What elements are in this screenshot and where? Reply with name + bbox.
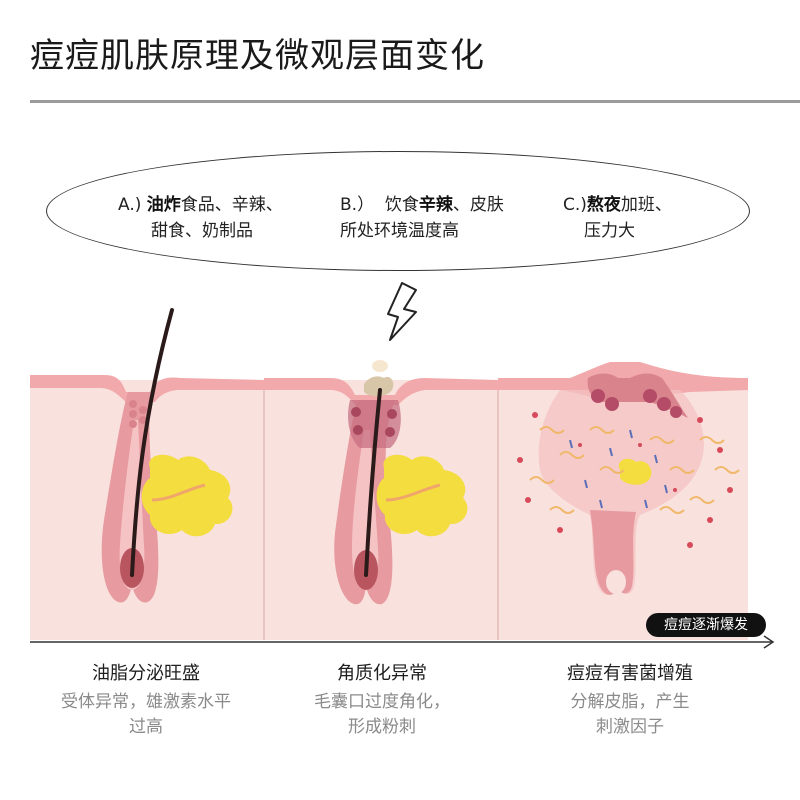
bacteria-strands: [529, 426, 740, 514]
stage2-sebaceous-gland: [376, 454, 468, 537]
cause-a-line2: 甜食、奶制品: [151, 221, 253, 241]
hair-strand: [130, 308, 174, 577]
causes-ellipse: [46, 151, 750, 271]
stage2-title: 角质化异常: [337, 663, 427, 684]
stage-badge: 痘痘逐渐爆发: [646, 613, 766, 637]
cause-a-highlight: 油炸: [146, 195, 181, 215]
cause-c-line2: 压力大: [584, 221, 635, 241]
stage1-follicle: [101, 308, 174, 603]
cause-a-prefix: A.): [118, 195, 147, 215]
timeline-arrowhead: [763, 635, 775, 649]
stage1-title: 油脂分泌旺盛: [92, 663, 200, 684]
cause-a-rest: 食品、辛辣、: [180, 195, 283, 215]
stage2-follicle: [334, 360, 401, 605]
stage3-title: 痘痘有害菌增殖: [567, 663, 693, 684]
skin-surface-2: [264, 378, 498, 405]
bacteria-rods: [569, 429, 668, 509]
stage1-desc: 受体异常，雄激素水平 过高: [16, 690, 276, 740]
cause-c: C.)熬夜加班、 压力大: [563, 192, 672, 244]
stage3-desc-line2: 刺激因子: [596, 717, 664, 737]
bacteria-dots: [517, 412, 733, 548]
cause-b: B.） 饮食辛辣、皮肤 所处环境温度高: [340, 192, 504, 244]
cause-b-highlight: 辛辣: [418, 195, 453, 215]
lightning-bolt-icon: [387, 282, 417, 341]
stage3-inflamed-pore: [517, 373, 740, 596]
skin-surface-1: [30, 375, 264, 402]
cause-a: A.) 油炸食品、辛辣、 甜食、奶制品: [118, 192, 283, 244]
cause-c-prefix: C.): [563, 195, 587, 215]
stage2-desc-line1: 毛囊口过度角化，: [314, 692, 450, 712]
stage2-desc-line2: 形成粉刺: [348, 717, 416, 737]
cause-b-rest: 、皮肤: [452, 195, 504, 215]
stage1-sebaceous-gland: [141, 454, 233, 537]
stage2-desc: 毛囊口过度角化， 形成粉刺: [252, 690, 512, 740]
cause-b-prefix: B.） 饮食: [340, 195, 419, 215]
stage1-desc-line1: 受体异常，雄激素水平: [61, 692, 231, 712]
stage3-desc: 分解皮脂，产生 刺激因子: [500, 690, 760, 740]
stage3-desc-line1: 分解皮脂，产生: [570, 692, 690, 712]
cause-b-line2: 所处环境温度高: [340, 221, 459, 241]
title-divider: [30, 100, 800, 103]
cause-c-highlight: 熬夜: [586, 195, 621, 215]
stage1-desc-line2: 过高: [129, 717, 163, 737]
cause-c-rest: 加班、: [620, 195, 672, 215]
page-title: 痘痘肌肤原理及微观层面变化: [30, 36, 485, 76]
